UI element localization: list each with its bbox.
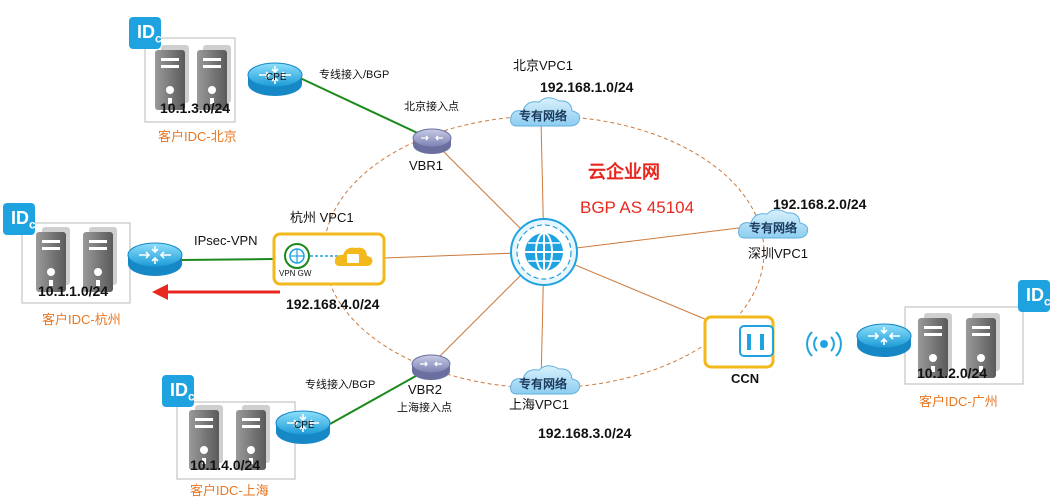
ccn-label: CCN (731, 371, 760, 386)
router-guangzhou-icon (856, 323, 912, 358)
idc-guangzhou-subnet: 10.1.2.0/24 (917, 365, 988, 381)
ipsec-vpn-label: IPsec-VPN (194, 233, 258, 248)
idc-beijing-subnet: 10.1.3.0/24 (160, 100, 231, 116)
wireless-signal-icon (806, 331, 842, 357)
idc-badge-text-shanghai: IDc (170, 380, 195, 404)
vbr2-label: VBR2 (408, 382, 442, 397)
vbr1-icon (412, 128, 452, 155)
vpc-hangzhou-frame (272, 232, 386, 286)
vpc-beijing-cidr: 192.168.1.0/24 (540, 79, 634, 95)
idc-shanghai-subnet: 10.1.4.0/24 (190, 457, 261, 473)
shanghai-line-label: 专线接入/BGP (305, 379, 376, 391)
router-hangzhou-icon (127, 242, 183, 277)
vbr2-icon (411, 354, 451, 381)
vpc-shenzhen-name: 深圳VPC1 (748, 246, 808, 261)
green-links (180, 77, 425, 425)
vpc-shanghai-name: 上海VPC1 (509, 397, 569, 412)
vpc-shanghai-cidr: 192.168.3.0/24 (538, 425, 632, 441)
vpc-beijing-cloud-label: 专有网络 (519, 109, 568, 123)
ccn-globe-icon (510, 218, 578, 286)
beijing-line-label: 专线接入/BGP (319, 69, 390, 81)
idc-badge-text-hangzhou: IDc (11, 208, 36, 232)
shanghai-access-point-label: 上海接入点 (397, 402, 452, 414)
ccn-box-icon (703, 315, 775, 369)
return-arrow (152, 284, 280, 300)
vpc-hangzhou-cidr: 192.168.4.0/24 (286, 296, 380, 312)
vpc-shenzhen-cloud-label: 专有网络 (749, 221, 798, 235)
idc-badge-text-beijing: IDc (137, 22, 162, 46)
idc-hangzhou-name: 客户IDC-杭州 (42, 312, 121, 327)
cpe-shanghai-label: CPE (294, 420, 315, 431)
idc-hangzhou-subnet: 10.1.1.0/24 (38, 283, 109, 299)
idc-beijing-name: 客户IDC-北京 (158, 129, 237, 144)
beijing-access-point-label: 北京接入点 (404, 101, 459, 113)
idc-shanghai-name: 客户IDC-上海 (190, 483, 269, 498)
idc-badge-icon (3, 17, 1050, 407)
vpn-gw-label: VPN GW (279, 269, 312, 278)
idc-beijing-box (144, 37, 236, 123)
cpe-beijing-label: CPE (266, 72, 287, 83)
idc-guangzhou-name: 客户IDC-广州 (919, 394, 998, 409)
vpc-hangzhou-name: 杭州 VPC1 (290, 210, 354, 225)
vpc-beijing-name: 北京VPC1 (513, 58, 573, 73)
vpc-shanghai-cloud-label: 专有网络 (519, 377, 568, 391)
ccn-title: 云企业网 (588, 162, 660, 182)
idc-badge-text-guangzhou: IDc (1026, 285, 1051, 309)
ccn-bgp-as: BGP AS 45104 (580, 198, 695, 217)
vpc-shenzhen-cidr: 192.168.2.0/24 (773, 196, 867, 212)
vbr1-label: VBR1 (409, 158, 443, 173)
